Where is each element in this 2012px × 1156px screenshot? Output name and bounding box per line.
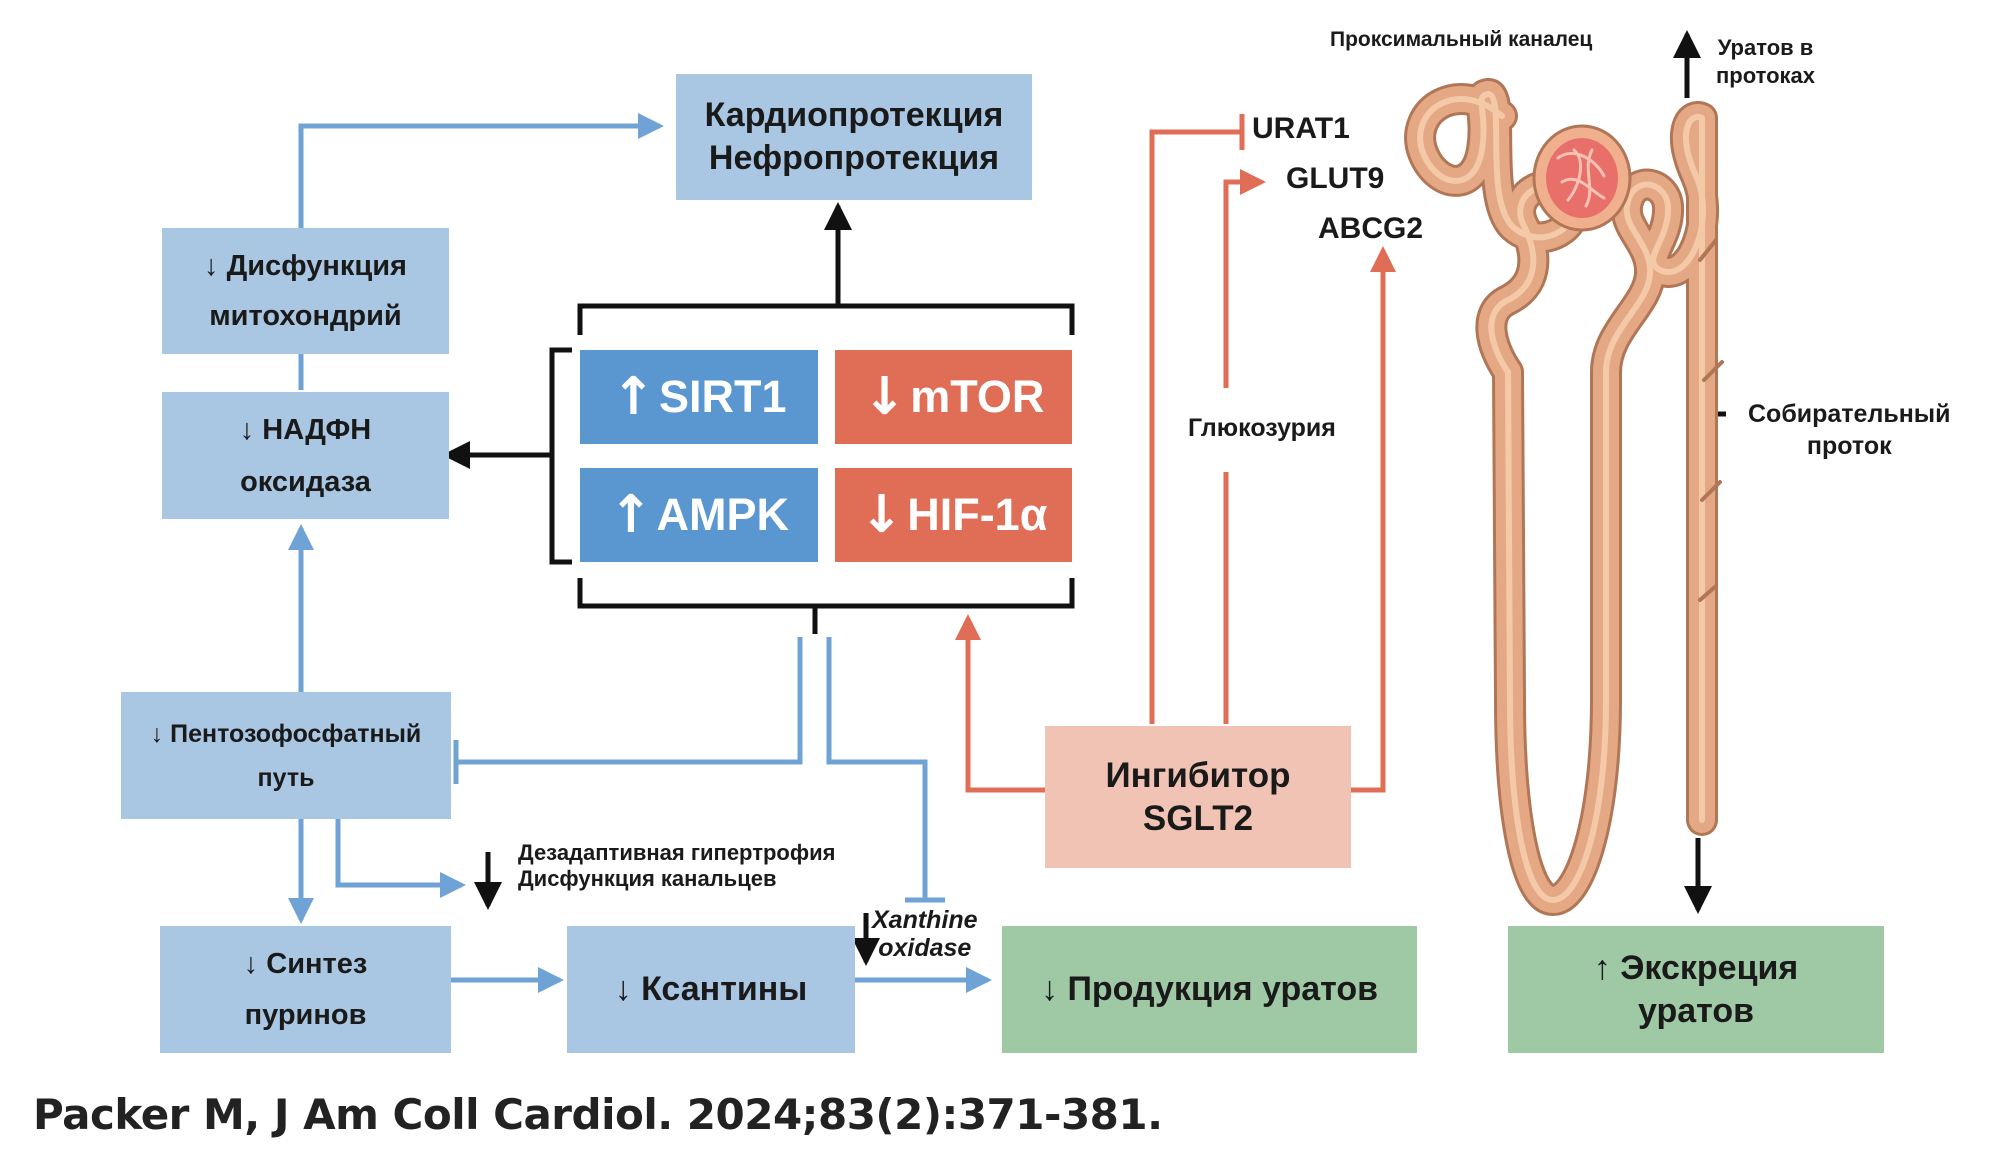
cardio-nephro-protection-box: Кардиопротекция Нефропротекция <box>676 74 1032 200</box>
up-arrow-icon: ↑ <box>608 485 653 545</box>
xo-line1: Xanthine <box>872 906 978 934</box>
glucosuria-upper-line <box>1223 169 1266 388</box>
collecting-line1: Собирательный <box>1748 400 1951 428</box>
purine-line1: ↓ Синтез <box>243 947 368 980</box>
ampk-label: AMPK <box>656 489 790 540</box>
urate-excretion-box: ↑ Экскреция уратов <box>1508 926 1884 1053</box>
signaling-bracket-bottom <box>577 578 1075 609</box>
sglt2-to-signaling-arrow <box>955 614 1045 793</box>
nephroprotection-text: Нефропротекция <box>708 139 1000 177</box>
glucosuria-label: Глюкозурия <box>1188 414 1336 442</box>
xanthines-box: ↓ Ксантины <box>567 926 855 1053</box>
sirt1-label: SIRT1 <box>659 371 787 422</box>
nadph-line1: ↓ НАДФН <box>239 413 372 446</box>
maladaptive-label: Дезадаптивная гипертрофия Дисфункция кан… <box>518 840 835 892</box>
glomerulus-icon <box>1532 124 1632 232</box>
signaling-bracket-left <box>549 347 572 565</box>
maladaptive-line1: Дезадаптивная гипертрофия <box>518 840 836 865</box>
ampk-tile: ↑ AMPK <box>580 468 818 562</box>
black-connectors <box>442 30 1726 966</box>
glut9-label: GLUT9 <box>1286 162 1385 195</box>
collecting-duct-branches <box>1698 238 1724 602</box>
proximal-tubule-label: Проксимальный каналец <box>1330 28 1593 51</box>
nadph-oxidase-box: ↓ НАДФН оксидаза <box>162 392 449 519</box>
hif-tile: ↓ HIF-1α <box>835 468 1072 562</box>
collecting-duct-label: Собирательный проток <box>1748 398 1951 462</box>
pentose-to-maladaptive-arrow <box>335 818 466 898</box>
blue-connectors <box>288 113 992 993</box>
cardioprotection-text: Кардиопротекция <box>704 96 1004 134</box>
sglt2-line2: SGLT2 <box>1142 799 1254 838</box>
xanthine-oxidase-label: Xanthine oxidase <box>872 906 978 962</box>
pentose-line2: путь <box>257 763 315 792</box>
mito-to-cardio-arrow <box>298 113 664 228</box>
up-arrow-icon: ↑ <box>611 367 656 427</box>
signal-inhibits-xo <box>826 637 928 898</box>
signaling-bracket-top <box>577 303 1075 335</box>
purine-synthesis-box: ↓ Синтез пуринов <box>160 926 451 1053</box>
mtor-label: mTOR <box>910 371 1045 422</box>
sglt2-to-abcg2-arrow <box>1350 246 1396 793</box>
urates-in-ducts-label: Уратов в протоках <box>1716 34 1815 90</box>
pentose-line1: ↓ Пентозофосфатный <box>150 719 422 748</box>
nadph-line2: оксидаза <box>240 465 371 498</box>
mito-line2: митохондрий <box>209 300 402 332</box>
maladaptive-line2: Дисфункция канальцев <box>518 866 777 891</box>
citation-text: Packer M, J Am Coll Cardiol. 2024;83(2):… <box>33 1090 1163 1139</box>
excretion-line1: ↑ Экскреция <box>1593 948 1799 987</box>
sglt2-inhibits-urat1 <box>1149 129 1242 724</box>
purine-line2: пуринов <box>244 998 367 1031</box>
urates-ducts-line2: протоках <box>1716 63 1816 88</box>
red-connectors <box>955 114 1396 793</box>
mito-line1: ↓ Дисфункция <box>204 250 407 282</box>
excretion-line2: уратов <box>1637 991 1754 1030</box>
sglt2-line1: Ингибитор <box>1105 756 1291 795</box>
down-arrow-icon: ↓ <box>859 485 904 545</box>
collecting-line2: проток <box>1806 432 1892 460</box>
mito-dysfunction-box: ↓ Дисфункция митохондрий <box>162 228 449 354</box>
sglt2-inhibitor-box: Ингибитор SGLT2 <box>1045 726 1351 868</box>
pentose-phosphate-box: ↓ Пентозофосфатный путь <box>121 692 451 819</box>
down-arrow-icon: ↓ <box>862 367 907 427</box>
nephron-illustration <box>1404 78 1724 916</box>
abcg2-label: ABCG2 <box>1318 212 1424 245</box>
mtor-tile: ↓ mTOR <box>835 350 1072 444</box>
xanthines-text: ↓ Ксантины <box>614 970 808 1008</box>
urate-production-text: ↓ Продукция уратов <box>1041 970 1378 1008</box>
sirt1-tile: ↑ SIRT1 <box>580 350 818 444</box>
hif-label: HIF-1α <box>907 489 1048 540</box>
urat1-label: URAT1 <box>1252 112 1350 145</box>
xo-line2: oxidase <box>878 934 972 962</box>
signal-inhibits-pentose <box>456 637 803 765</box>
urate-production-box: ↓ Продукция уратов <box>1002 926 1417 1053</box>
urates-ducts-line1: Уратов в <box>1717 35 1814 60</box>
